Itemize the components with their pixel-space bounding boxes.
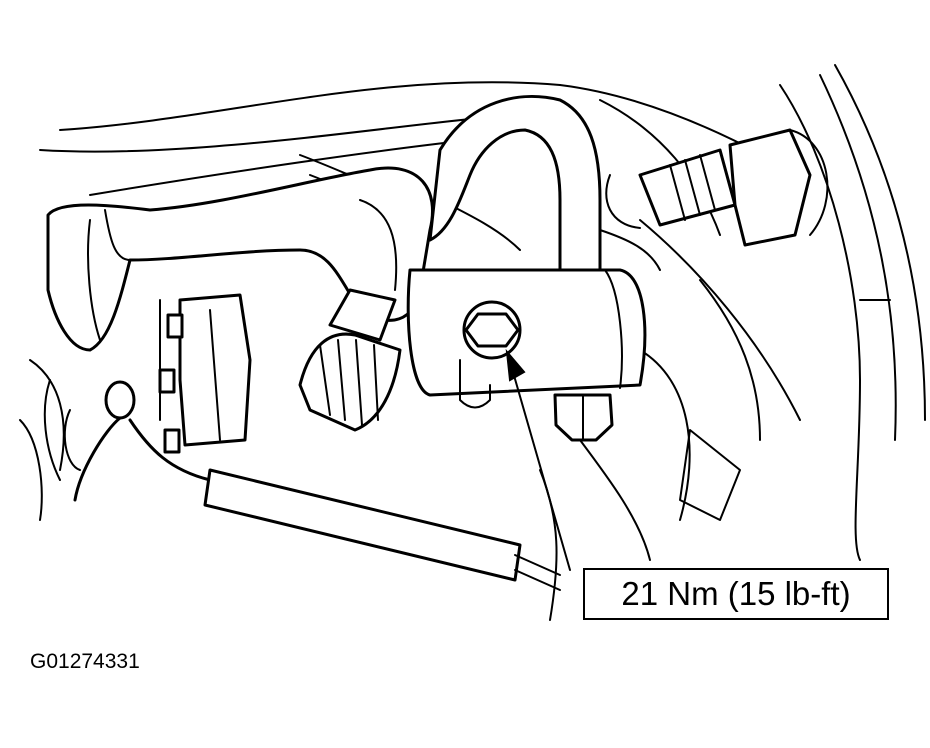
pointer-arrow-icon (505, 348, 571, 571)
tube-fitting (605, 128, 829, 247)
bolt-hex-icon (462, 300, 522, 360)
wiring-harness (43, 379, 561, 591)
housing-block (158, 293, 252, 454)
lower-bolt (553, 393, 614, 442)
metal-tube (428, 95, 602, 287)
knurled-connector (298, 288, 402, 432)
mounting-bracket (406, 268, 647, 409)
torque-callout: 21 Nm (15 lb-ft) (583, 568, 889, 620)
background-contours (19, 64, 926, 621)
hose-assembly (46, 166, 434, 352)
figure-id: G01274331 (30, 650, 140, 673)
